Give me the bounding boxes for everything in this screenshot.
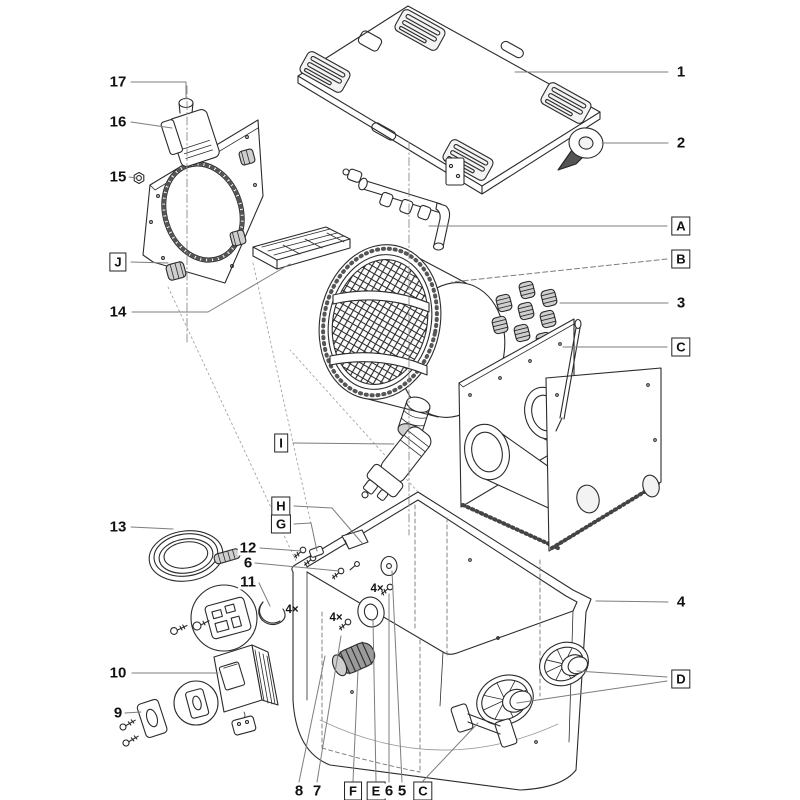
part-drum-filter (318, 244, 506, 440)
leader-line-8 (298, 655, 326, 783)
part-label-7: 7 (310, 782, 324, 800)
part-label-15: 15 (107, 168, 129, 186)
quantity-annotation-qty-a: 4× (285, 604, 299, 616)
part-label-2: 2 (674, 134, 688, 152)
part-label-13: 13 (107, 518, 129, 536)
part-label-6b: 6 (382, 782, 396, 800)
quantity-annotation-qty-b: 4× (329, 612, 343, 624)
leader-line-G (293, 522, 318, 552)
part-label-J: J (109, 252, 127, 272)
leader-line-6a (254, 562, 340, 572)
part-flap (341, 529, 369, 550)
part-sealing-tape (557, 127, 604, 171)
leader-line-F (352, 669, 359, 782)
leader-line-4 (595, 600, 669, 603)
leader-line-I (292, 442, 395, 445)
part-label-5: 5 (395, 782, 409, 800)
leader-line-12 (259, 547, 302, 552)
leader-line-17 (130, 81, 187, 100)
part-drive-motor (160, 97, 220, 167)
part-label-G: G (270, 514, 292, 534)
part-hex-nut (133, 171, 145, 185)
leader-line-14 (131, 263, 291, 313)
part-seal-disc (380, 555, 398, 577)
detail-balloon-gasket (173, 680, 219, 726)
part-label-11: 11 (238, 573, 258, 591)
leader-line-D (576, 670, 668, 678)
part-controller (213, 644, 279, 736)
part-handle-bracket (450, 703, 518, 748)
part-label-D: D (671, 669, 691, 689)
part-cable-connector (231, 711, 257, 736)
part-label-17: 17 (107, 73, 129, 91)
part-label-16: 16 (107, 113, 129, 131)
leader-line-C2 (422, 722, 479, 782)
leader-line-15 (128, 176, 137, 179)
leader-line-D (516, 680, 668, 704)
leader-line-E (372, 619, 377, 782)
part-label-6a: 6 (241, 554, 255, 572)
part-label-H: H (271, 496, 291, 516)
leader-line-13 (130, 526, 174, 530)
part-wall-bushing (357, 596, 385, 628)
part-label-A: A (671, 216, 691, 236)
leader-line-B (451, 258, 668, 283)
part-latch (309, 545, 324, 558)
leader-line-16 (130, 121, 173, 129)
part-divider-panels (458, 318, 662, 552)
leader-line-11 (258, 582, 271, 607)
part-uvc-unit (361, 426, 432, 501)
part-label-F: F (344, 781, 362, 800)
part-label-B: B (671, 249, 691, 269)
cleaning-rod (555, 318, 582, 432)
leader-line-9 (124, 711, 142, 714)
part-label-9: 9 (111, 704, 125, 722)
part-label-10: 10 (107, 664, 129, 682)
part-label-14: 14 (107, 303, 129, 321)
part-label-3: 3 (674, 294, 688, 312)
part-gasket-plate (119, 698, 168, 747)
part-label-1: 1 (674, 63, 688, 81)
part-label-C1: C (671, 337, 691, 357)
part-small-fasteners (258, 529, 398, 677)
detail-balloon-controller (170, 584, 258, 652)
part-front-panel (142, 119, 264, 284)
leader-line-H (293, 505, 363, 544)
part-label-12: 12 (237, 539, 259, 557)
part-hook-clip (258, 601, 286, 626)
part-sieve-cassette (252, 226, 351, 270)
leader-line-J (130, 261, 169, 264)
leader-line-7 (316, 635, 342, 783)
part-label-I: I (274, 433, 288, 453)
leader-lines-layer (124, 71, 669, 783)
part-label-8: 8 (292, 782, 306, 800)
part-label-C2: C (413, 781, 433, 800)
part-grommets (491, 280, 558, 351)
leader-line-5 (391, 570, 403, 783)
part-rotary-union (331, 641, 376, 677)
centerlines (186, 85, 410, 536)
part-spray-bar (342, 168, 451, 251)
part-outlet-flanges (476, 641, 589, 726)
part-lid (297, 5, 601, 195)
quantity-annotation-qty-c: 4× (370, 583, 384, 595)
part-label-4: 4 (674, 593, 688, 611)
